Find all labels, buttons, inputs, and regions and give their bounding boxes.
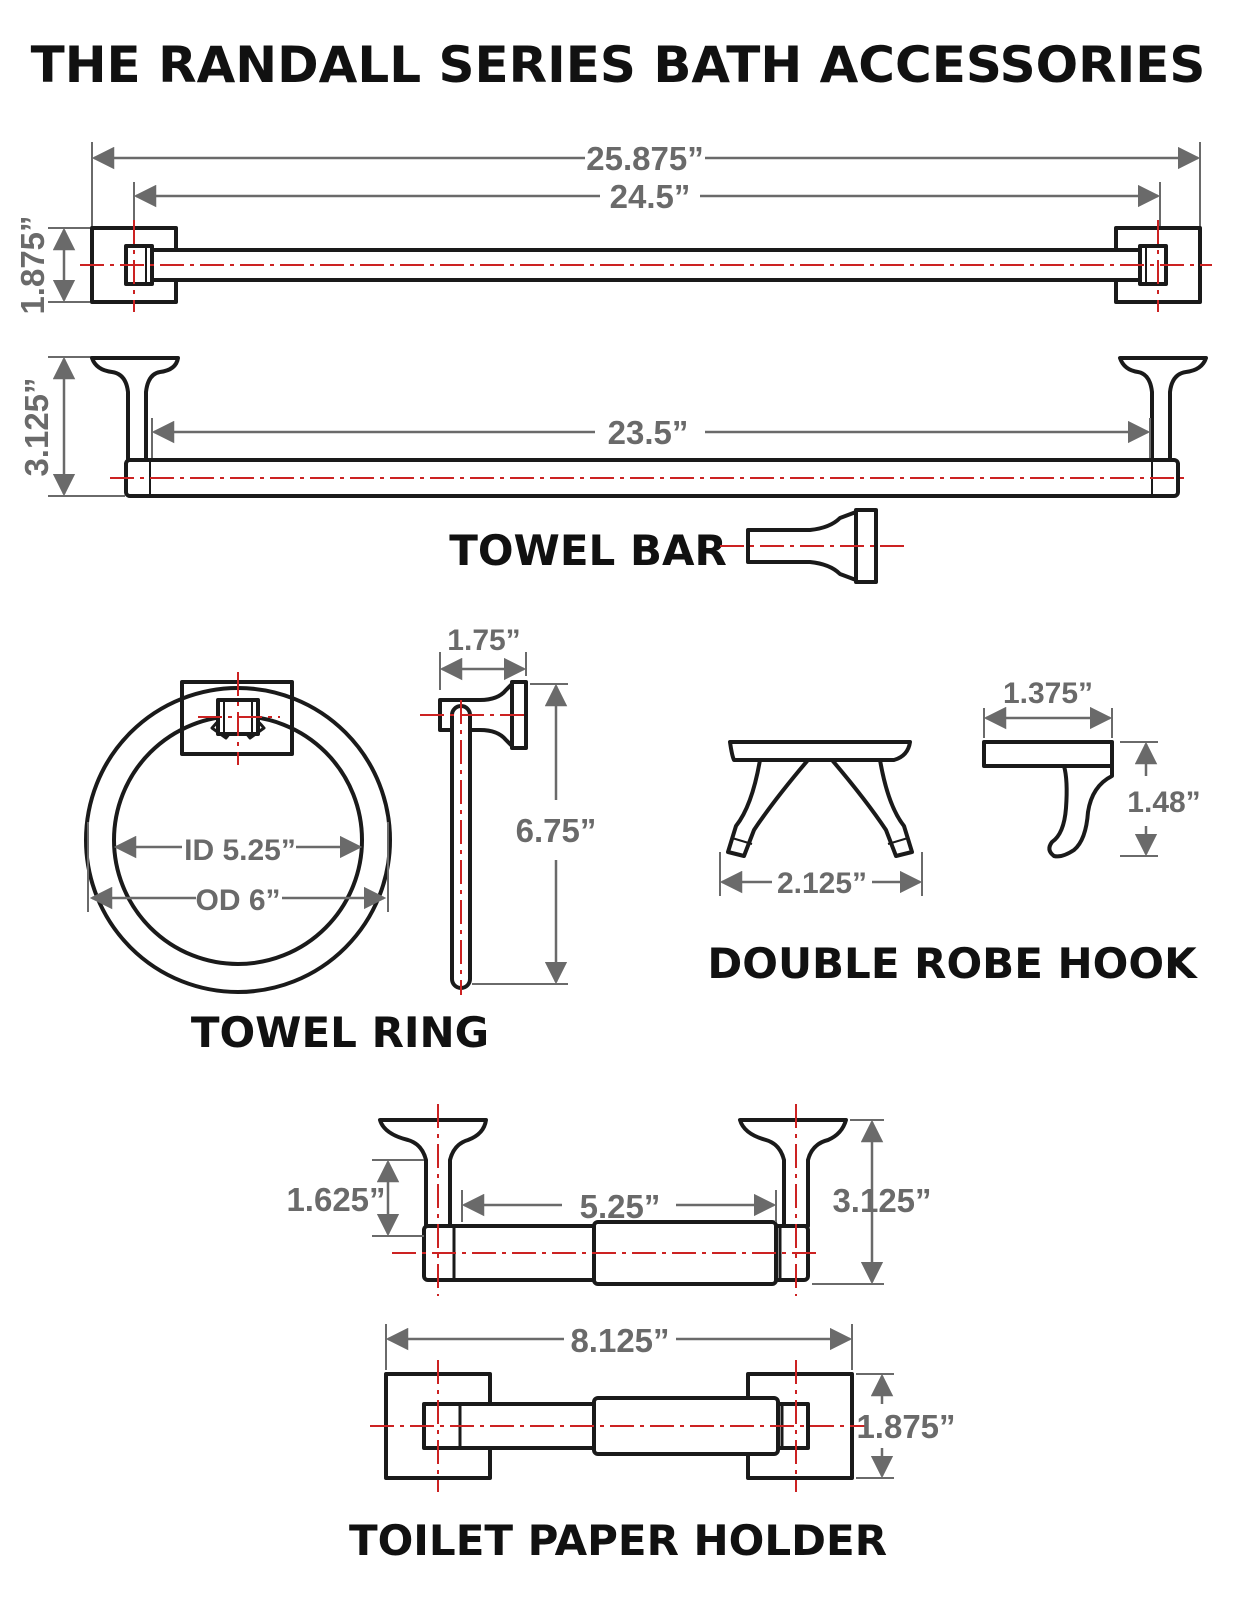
towel-bar-end-detail [720,508,905,584]
towel-ring-height: 6.75” [516,812,597,849]
tp-holder-side-view: 1.625” 5.25” 3.125” [286,1104,932,1296]
towel-bar-overall-length: 25.875” [586,140,703,177]
tp-holder-base-height: 1.875” [856,1408,955,1445]
robe-hook-projection: 1.375” [1003,677,1093,710]
robe-hook-height: 1.48” [1127,786,1200,819]
towel-bar-bar-length: 23.5” [608,414,689,451]
towel-bar-side-view: 3.125” 23.5” [18,356,1208,498]
page-title: THE RANDALL SERIES BATH ACCESSORIES [31,36,1206,94]
towel-bar-projection: 3.125” [18,377,55,476]
tp-holder-roll-width: 5.25” [580,1188,661,1225]
towel-ring-inner-diameter: ID 5.25” [184,834,296,867]
towel-ring-outer-diameter: OD 6” [195,884,280,917]
robe-hook-front-view: 2.125” [719,740,923,900]
towel-ring-projection: 1.75” [447,624,520,657]
towel-ring-label: TOWEL RING [191,1008,489,1057]
tp-holder-label: TOILET PAPER HOLDER [349,1516,887,1565]
towel-bar-base-height: 1.875” [14,215,51,314]
robe-hook-width: 2.125” [777,867,867,900]
tp-holder-overall-length: 8.125” [570,1322,669,1359]
towel-ring-side-view: 1.75” 6.75” [420,624,596,995]
towel-ring-front-view: ID 5.25” OD 6” [84,672,392,994]
robe-hook-side-view: 1.375” 1.48” [982,677,1201,859]
tp-holder-arm-height: 1.625” [286,1181,385,1218]
towel-bar-bracket-span: 24.5” [610,178,691,215]
towel-bar-top-view: 25.875” 24.5” 1.875” [14,140,1212,315]
towel-bar-label: TOWEL BAR [449,526,727,575]
robe-hook-label: DOUBLE ROBE HOOK [707,939,1198,988]
tp-holder-projection: 3.125” [832,1182,931,1219]
tp-holder-top-view: 8.125” 1.875” [370,1322,956,1492]
